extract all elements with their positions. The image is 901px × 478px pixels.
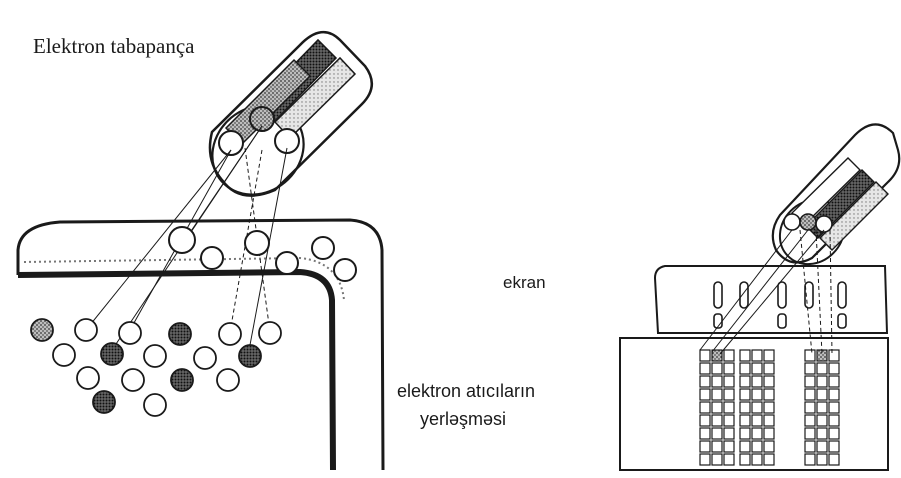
phosphor-cell (700, 363, 710, 374)
phosphor-cell (740, 402, 750, 413)
phosphor-cell (724, 363, 734, 374)
phosphor-cell (752, 363, 762, 374)
phosphor-cell (829, 350, 839, 361)
phosphor-cell (724, 389, 734, 400)
electron-gun (194, 32, 372, 213)
phosphor-cell (764, 389, 774, 400)
phosphor-cell (805, 415, 815, 426)
phosphor-cell (752, 441, 762, 452)
phosphor-cell (764, 376, 774, 387)
delta-gun-illustration (18, 32, 383, 470)
phosphor-cell (700, 350, 710, 361)
phosphor-cell (805, 428, 815, 439)
aperture-grille (655, 266, 887, 333)
phosphor-cell (740, 389, 750, 400)
phosphor-cell (817, 376, 827, 387)
phosphor-cell (712, 389, 722, 400)
phosphor-cell (724, 415, 734, 426)
phosphor-cell (817, 402, 827, 413)
phosphor-cell (740, 350, 750, 361)
phosphor-cell (712, 376, 722, 387)
phosphor-cell (724, 454, 734, 465)
phosphor-cell (817, 389, 827, 400)
phosphor-cell (700, 389, 710, 400)
phosphor-cell (764, 415, 774, 426)
phosphor-cell (817, 441, 827, 452)
phosphor-cell (712, 350, 722, 361)
phosphor-dots (31, 319, 281, 416)
phosphor-cell (764, 350, 774, 361)
phosphor-cell (712, 415, 722, 426)
phosphor-cell (700, 376, 710, 387)
phosphor-cell (829, 428, 839, 439)
phosphor-cell (700, 415, 710, 426)
phosphor-cell (829, 389, 839, 400)
phosphor-cell (805, 363, 815, 374)
phosphor-cell (712, 454, 722, 465)
phosphor-cell (805, 454, 815, 465)
gun-arrangement-label-line1: elektron atıcıların (397, 381, 535, 402)
phosphor-cell (752, 415, 762, 426)
phosphor-cell (700, 428, 710, 439)
electron-gun (767, 124, 900, 277)
gun-aperture (219, 131, 243, 155)
screen-label: ekran (503, 273, 546, 293)
phosphor-cell (712, 441, 722, 452)
phosphor-cell (700, 454, 710, 465)
gun-arrangement-label-line2: yerləşməsi (420, 409, 506, 430)
phosphor-cell (805, 389, 815, 400)
phosphor-cell (752, 376, 762, 387)
phosphor-cell (805, 350, 815, 361)
phosphor-cell (712, 428, 722, 439)
phosphor-cell (829, 441, 839, 452)
phosphor-cell (724, 441, 734, 452)
phosphor-cell (724, 376, 734, 387)
phosphor-cell (740, 376, 750, 387)
phosphor-cell (752, 428, 762, 439)
inline-gun-illustration (620, 124, 899, 470)
phosphor-cell (764, 428, 774, 439)
phosphor-cell (752, 350, 762, 361)
phosphor-cell (764, 454, 774, 465)
phosphor-cell (752, 389, 762, 400)
phosphor-cell (829, 402, 839, 413)
phosphor-cell (817, 428, 827, 439)
phosphor-cell (817, 454, 827, 465)
phosphor-cell (700, 441, 710, 452)
phosphor-cell (740, 363, 750, 374)
phosphor-cell (752, 402, 762, 413)
phosphor-cell (724, 350, 734, 361)
phosphor-cell (764, 363, 774, 374)
phosphor-cell (829, 454, 839, 465)
phosphor-cell (805, 376, 815, 387)
phosphor-cell (752, 454, 762, 465)
electron-gun-label: Elektron tabapança (33, 34, 195, 59)
phosphor-cell (764, 402, 774, 413)
phosphor-cell (724, 402, 734, 413)
phosphor-cell (740, 428, 750, 439)
phosphor-cell (712, 363, 722, 374)
phosphor-cell (712, 402, 722, 413)
phosphor-cell (805, 402, 815, 413)
phosphor-cell (740, 415, 750, 426)
phosphor-cell (740, 454, 750, 465)
phosphor-cell (829, 415, 839, 426)
phosphor-cell (817, 363, 827, 374)
phosphor-cell (829, 376, 839, 387)
phosphor-cell (805, 441, 815, 452)
phosphor-cell (764, 441, 774, 452)
phosphor-cell (724, 428, 734, 439)
phosphor-stripes (700, 350, 839, 465)
phosphor-cell (829, 363, 839, 374)
phosphor-cell (700, 402, 710, 413)
phosphor-cell (817, 415, 827, 426)
gun-aperture (250, 107, 274, 131)
phosphor-cell (740, 441, 750, 452)
